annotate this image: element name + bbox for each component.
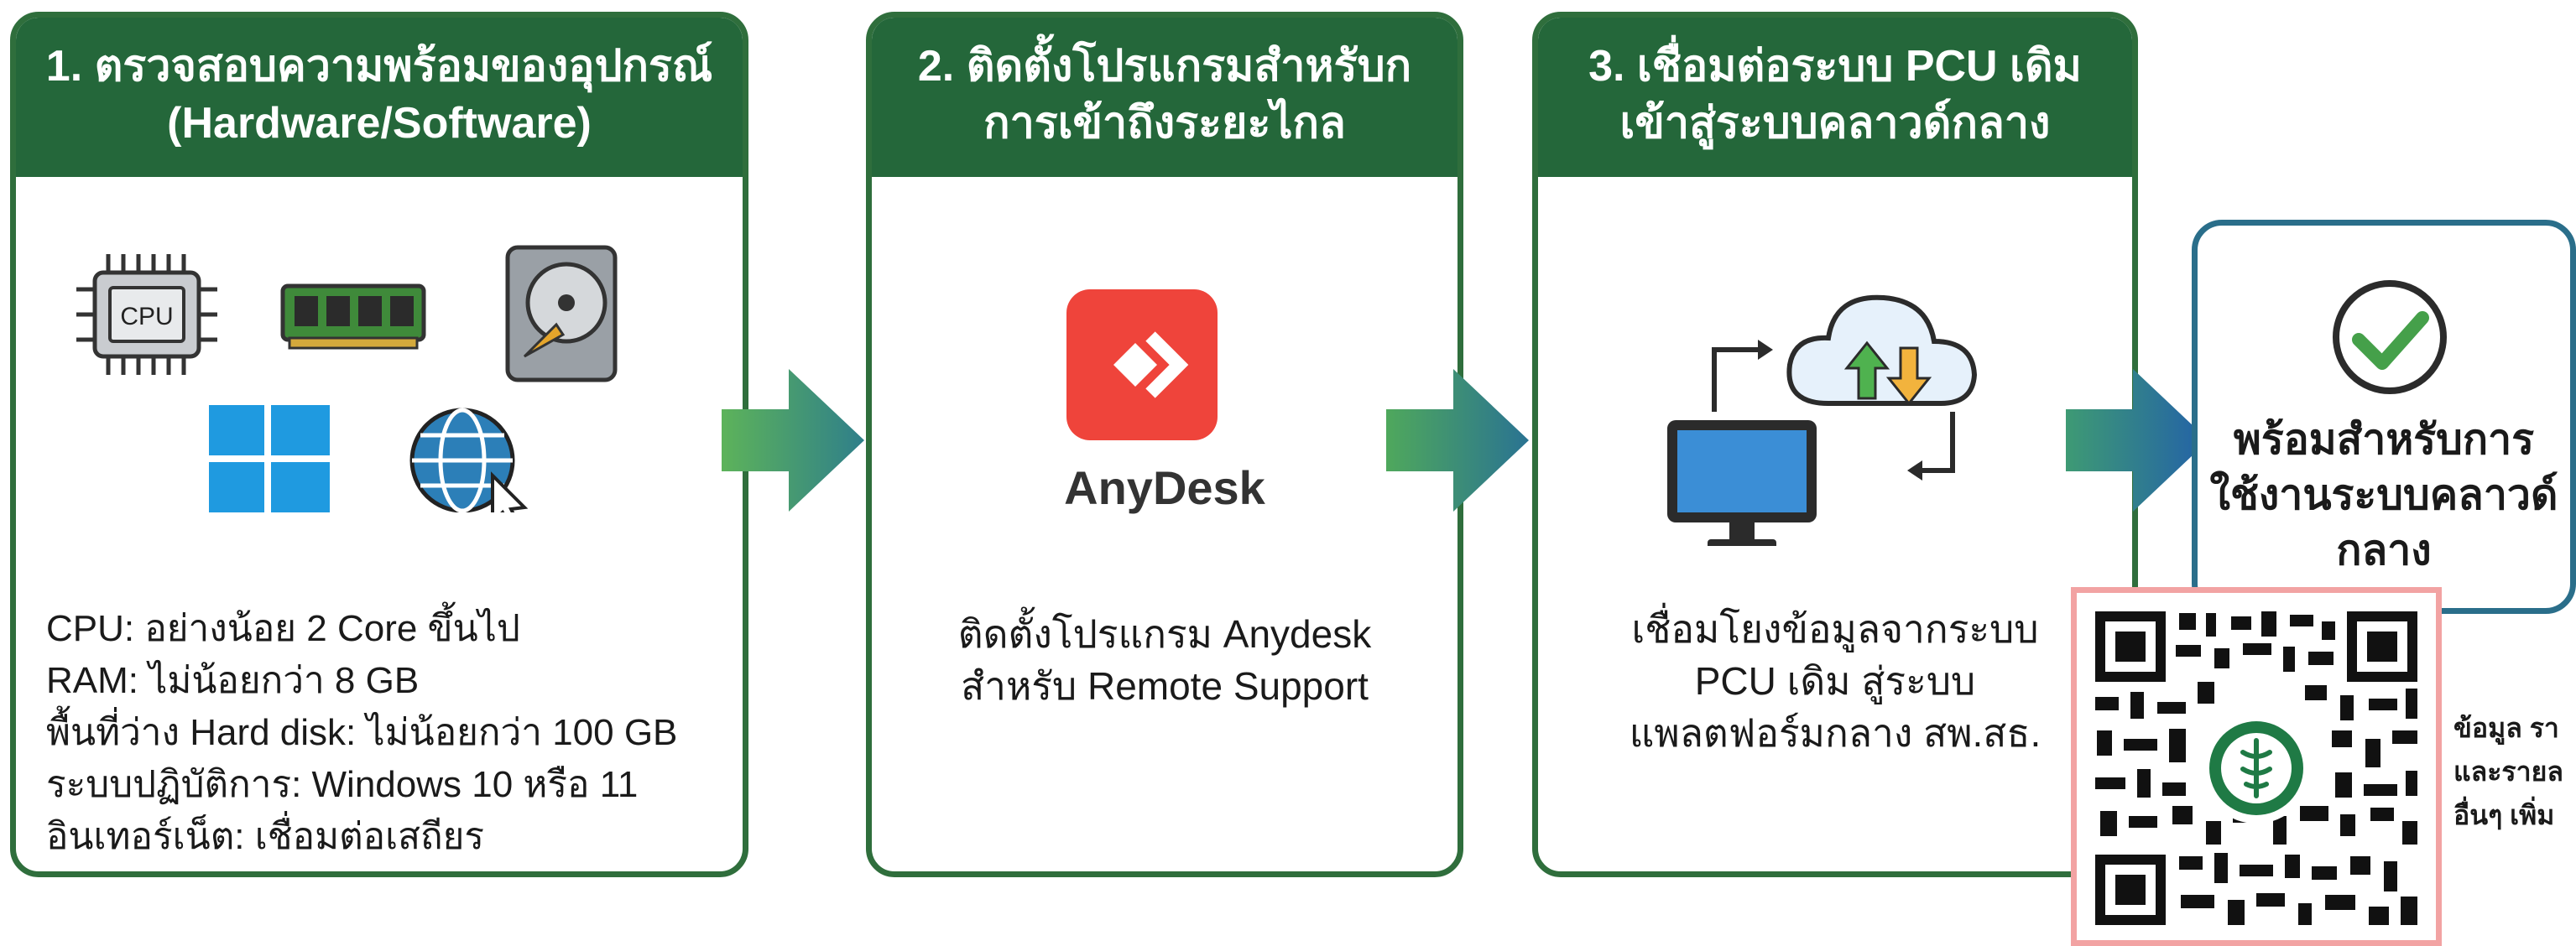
step-3-title-line2: เข้าสู่ระบบคลาวด์กลาง [1619,99,2051,148]
side-note-line1: ข้อมูล รา [2453,713,2559,743]
step-3-title-line1: 3. เชื่อมต่อระบบ PCU เดิม [1588,42,2082,91]
side-note: ข้อมูล รา และรายล อื่นๆ เพิ่ม [2453,706,2563,837]
requirement-internet: อินเทอร์เน็ต: เชื่อมต่อเสถียร [46,816,485,857]
step-1-header: 1. ตรวจสอบความพร้อมของอุปกรณ์ (Hardware/… [16,18,743,177]
step-2-desc-line1: ติดตั้งโปรแกรม Anydesk [957,612,1372,656]
step-3-desc-line1: เชื่อมโยงข้อมูลจากระบบ [1631,607,2039,651]
step-1-title-line2: (Hardware/Software) [167,99,592,148]
sync-arrow-down-icon [1916,412,1955,473]
step-2-description: ติดตั้งโปรแกรม Anydesk สำหรับ Remote Sup… [872,608,1457,712]
requirement-disk: พื้นที่ว่าง Hard disk: ไม่น้อยกว่า 100 G… [46,712,678,753]
step-3-icons [1667,294,1978,546]
step-2-title-line1: 2. ติดตั้งโปรแกรมสำหรับก [917,42,1412,91]
cpu-icon: CPU [76,254,217,375]
ram-icon [280,283,426,350]
step-2-title-line2: การเข้าถึงระยะไกล [983,99,1346,148]
globe-icon [409,408,529,512]
check-circle-icon [2333,280,2447,394]
qr-code-box[interactable] [2071,587,2442,946]
step-3-header: 3. เชื่อมต่อระบบ PCU เดิม เข้าสู่ระบบคลา… [1538,18,2132,177]
requirement-os: ระบบปฏิบัติการ: Windows 10 หรือ 11 [46,764,639,805]
ready-line3: กลาง [2336,527,2432,574]
monitor-icon [1667,420,1817,546]
flow-arrow-3 [2066,369,2208,512]
cpu-chip-label: CPU [120,303,173,330]
side-note-line3: อื่นๆ เพิ่ม [2453,800,2555,830]
anydesk-logo-text: AnyDesk [1064,461,1265,514]
requirement-cpu: CPU: อย่างน้อย 2 Core ขึ้นไป [46,608,520,649]
step-1-title-line1: 1. ตรวจสอบความพร้อมของอุปกรณ์ [45,42,713,91]
step-2-header: 2. ติดตั้งโปรแกรมสำหรับก การเข้าถึงระยะไ… [872,18,1457,177]
cloud-sync-icon [1786,294,1978,406]
step-2-desc-line2: สำหรับ Remote Support [961,664,1369,708]
flow-arrow-2 [1386,369,1529,512]
side-note-line2: และรายล [2453,756,2563,787]
windows-icon [209,405,330,512]
hard-disk-icon [505,245,618,382]
anydesk-logo-icon [1066,289,1218,440]
step-1-card: 1. ตรวจสอบความพร้อมของอุปกรณ์ (Hardware/… [10,12,748,877]
qr-code-icon[interactable] [2088,605,2424,932]
ready-line2: ใช้งานระบบคลาวด์ [2209,471,2558,518]
step-3-card: 3. เชื่อมต่อระบบ PCU เดิม เข้าสู่ระบบคลา… [1532,12,2138,877]
step-1-requirements: CPU: อย่างน้อย 2 Core ขึ้นไป RAM: ไม่น้อ… [46,603,743,863]
flow-arrow-1 [722,369,864,512]
ready-card: พร้อมสำหรับการ ใช้งานระบบคลาวด์ กลาง [2192,220,2576,614]
ready-line1: พร้อมสำหรับการ [2233,416,2535,463]
step-1-icons: CPU [76,245,618,512]
requirement-ram: RAM: ไม่น้อยกว่า 8 GB [46,660,420,701]
step-3-desc-line2: PCU เดิม สู่ระบบ [1694,659,1976,703]
sync-arrow-up-icon [1712,347,1765,412]
moph-emblem-icon [2201,713,2312,824]
step-3-description: เชื่อมโยงข้อมูลจากระบบ PCU เดิม สู่ระบบ … [1538,603,2132,759]
step-3-desc-line3: แพลตฟอร์มกลาง สพ.สธ. [1629,711,2042,755]
ready-text: พร้อมสำหรับการ ใช้งานระบบคลาวด์ กลาง [2198,412,2570,578]
step-2-card: 2. ติดตั้งโปรแกรมสำหรับก การเข้าถึงระยะไ… [866,12,1463,877]
